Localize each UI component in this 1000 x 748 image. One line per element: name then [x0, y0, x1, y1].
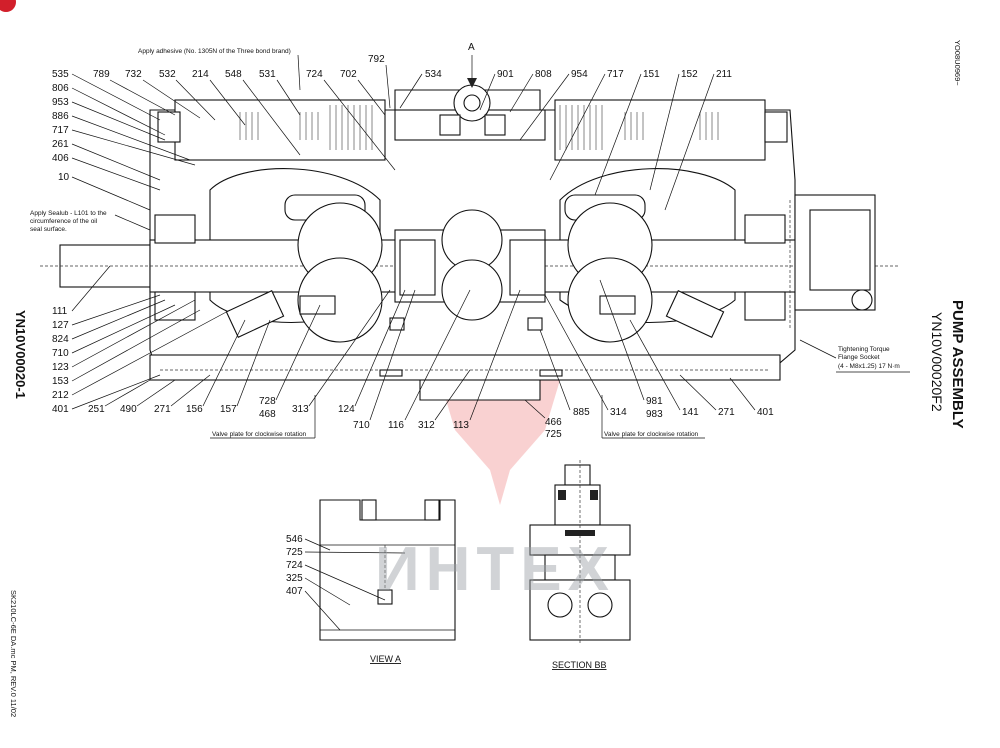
- notes: Apply adhesive (No. 1305N of the Three b…: [30, 48, 910, 439]
- note-valve-right: Valve plate for clockwise rotation: [604, 431, 699, 438]
- callout-111: 111: [52, 306, 68, 317]
- watermark-text: ИНТЕХ: [375, 535, 615, 604]
- callout-490: 490: [120, 404, 137, 415]
- callout-313: 313: [292, 404, 309, 415]
- drawing-number: YN10V00020-1: [13, 310, 28, 399]
- callout-724: 724: [306, 69, 323, 80]
- note-torque-3: (4 - M8x1.25) 17 N·m: [838, 363, 900, 370]
- callout-717: 717: [607, 69, 624, 80]
- callout-312: 312: [418, 420, 435, 431]
- note-sealub-3: seal surface.: [30, 226, 67, 233]
- callout-113: 113: [453, 420, 469, 431]
- note-adhesive: Apply adhesive (No. 1305N of the Three b…: [138, 48, 291, 55]
- callouts-bottom-left: 111 127 824 710 123 153 212 401 251 490 …: [52, 306, 355, 420]
- callout-732: 732: [125, 69, 142, 80]
- callouts-bottom-mid: 710 116 312 113 466 725 885 314: [353, 407, 627, 440]
- callout-534: 534: [425, 69, 442, 80]
- callout-251: 251: [88, 404, 105, 415]
- callout-725: 725: [545, 429, 562, 440]
- callout-808: 808: [535, 69, 552, 80]
- callout-156: 156: [186, 404, 203, 415]
- leader-lines-top: [71, 64, 715, 211]
- callout-710: 710: [52, 348, 69, 359]
- callout-531: 531: [259, 69, 276, 80]
- note-torque-1: Tightening Torque: [838, 346, 890, 353]
- callout-806: 806: [52, 83, 69, 94]
- callout-151: 151: [643, 69, 660, 80]
- leader-lines-bottom-left: [71, 265, 406, 410]
- view-a-marker: A: [468, 42, 475, 53]
- callout-271-right: 271: [718, 407, 735, 418]
- leader-lines-bottom-right: [599, 279, 756, 411]
- note-valve-left: Valve plate for clockwise rotation: [212, 431, 307, 438]
- callout-212: 212: [52, 390, 69, 401]
- callout-954: 954: [571, 69, 588, 80]
- callout-885: 885: [573, 407, 590, 418]
- callout-152: 152: [681, 69, 698, 80]
- callout-548: 548: [225, 69, 242, 80]
- callout-325: 325: [286, 573, 303, 584]
- corner-code: YO08U0969~: [953, 40, 962, 86]
- callout-725-view-a: 725: [286, 547, 303, 558]
- leader-lines-left: [71, 87, 196, 211]
- callout-157: 157: [220, 404, 237, 415]
- page-subtitle: YN10V00020F2: [929, 312, 945, 412]
- section-bb-caption: SECTION BB: [552, 660, 607, 670]
- callout-728: 728: [259, 396, 276, 407]
- callout-532: 532: [159, 69, 176, 80]
- callout-153: 153: [52, 376, 69, 387]
- callout-724-view-a: 724: [286, 560, 303, 571]
- callout-124: 124: [338, 404, 355, 415]
- callout-314: 314: [610, 407, 627, 418]
- note-sealub-1: Apply Sealub - L101 to the: [30, 210, 107, 217]
- callout-717-left: 717: [52, 125, 69, 136]
- callout-401-right: 401: [757, 407, 774, 418]
- callout-141: 141: [682, 407, 699, 418]
- callouts-left: 806 953 886 717 261 406 10: [52, 83, 70, 183]
- callout-981: 981: [646, 396, 663, 407]
- callout-901: 901: [497, 69, 514, 80]
- callout-407: 407: [286, 586, 303, 597]
- view-a-drawing: 546 725 724 325 407 VIEW A: [286, 499, 456, 664]
- callout-983: 983: [646, 409, 663, 420]
- note-torque-2: Flange Socket: [838, 354, 880, 361]
- corner-mark-icon: [0, 0, 16, 12]
- callouts-top: 535 789 732 532 214 548 531 724 702 792 …: [52, 42, 732, 80]
- callout-211: 211: [716, 69, 732, 80]
- callout-214: 214: [192, 69, 209, 80]
- callout-710-mid: 710: [353, 420, 370, 431]
- callouts-bottom-right: 981 983 141 271 401: [646, 396, 774, 420]
- callout-792: 792: [368, 54, 385, 65]
- callout-824: 824: [52, 334, 69, 345]
- callout-466: 466: [545, 417, 562, 428]
- view-a-caption: VIEW A: [370, 654, 401, 664]
- callout-468: 468: [259, 409, 276, 420]
- note-sealub-2: circumference of the oil: [30, 218, 98, 225]
- callout-127: 127: [52, 320, 69, 331]
- callout-271: 271: [154, 404, 171, 415]
- callout-401: 401: [52, 404, 69, 415]
- footer-text: SK210LC-6E DA.mc PM, REV.0 11/02: [9, 590, 18, 717]
- callout-789: 789: [93, 69, 110, 80]
- callout-10: 10: [58, 172, 70, 183]
- leader-lines-bottom-mid: [369, 289, 609, 421]
- callout-546: 546: [286, 534, 303, 545]
- callout-886: 886: [52, 111, 69, 122]
- callout-261: 261: [52, 139, 69, 150]
- callout-953: 953: [52, 97, 69, 108]
- callout-702: 702: [340, 69, 357, 80]
- section-bb-drawing: SECTION BB: [529, 460, 631, 670]
- callout-116: 116: [388, 420, 404, 431]
- page-title: PUMP ASSEMBLY: [949, 300, 966, 429]
- callout-123: 123: [52, 362, 69, 373]
- callout-406: 406: [52, 153, 69, 164]
- main-assembly: [40, 55, 900, 401]
- callout-535: 535: [52, 69, 69, 80]
